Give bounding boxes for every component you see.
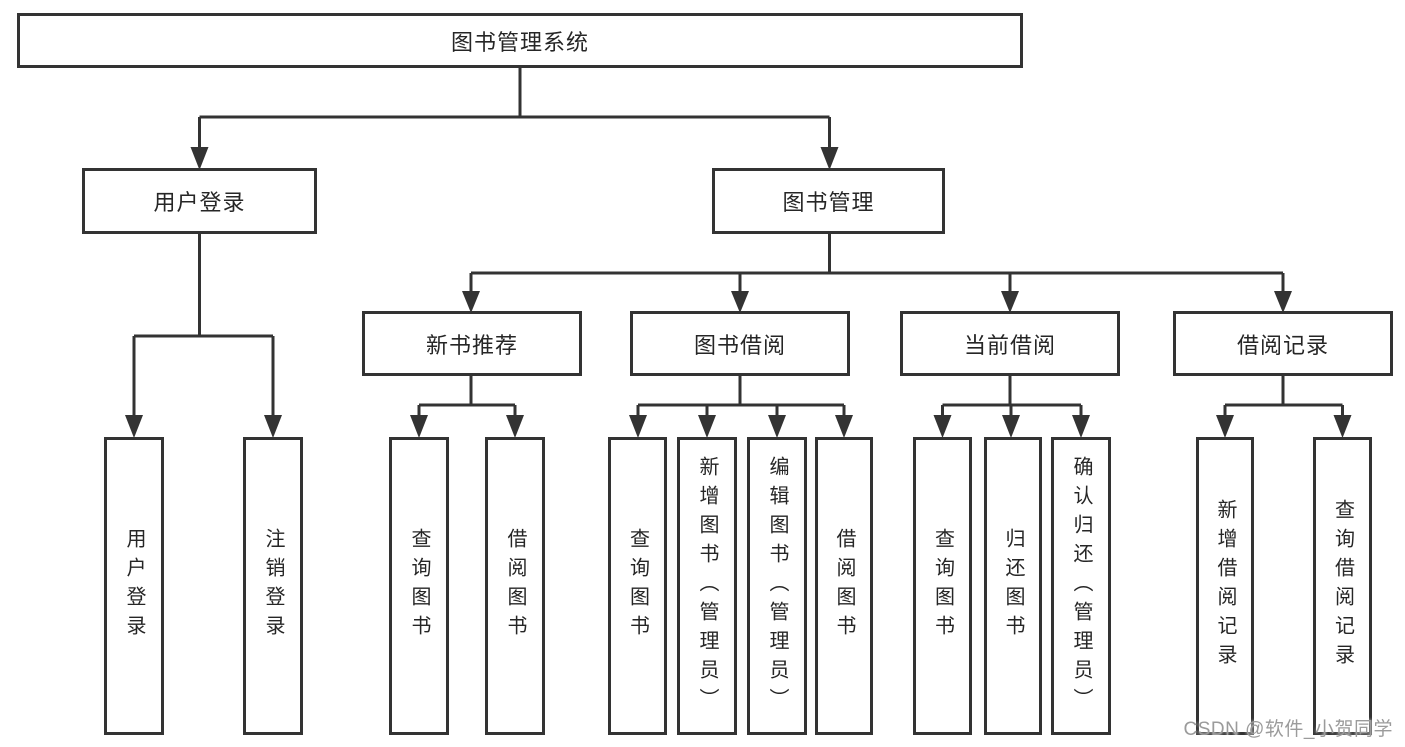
arrowhead — [820, 147, 839, 170]
arrowhead — [125, 415, 143, 438]
leaf-user-login: 用户登录 — [104, 437, 164, 735]
arrowhead — [731, 291, 749, 313]
arrowhead — [1002, 415, 1020, 438]
arrowhead — [768, 415, 786, 438]
arrowhead — [410, 415, 428, 438]
leaf-add-books-admin: 新增图书（管理员） — [677, 437, 737, 735]
leaf-borrow-books-recommend: 借阅图书 — [485, 437, 545, 735]
node-borrow-records: 借阅记录 — [1173, 311, 1393, 376]
node-book-management: 图书管理 — [712, 168, 945, 234]
node-current-borrow: 当前借阅 — [900, 311, 1120, 376]
connector-path — [132, 67, 1344, 418]
leaf-borrow-books: 借阅图书 — [815, 437, 873, 735]
arrowhead — [933, 415, 952, 438]
arrowhead — [264, 415, 282, 438]
watermark: CSDN @软件_小贺同学 — [1183, 719, 1393, 740]
leaf-logout: 注销登录 — [243, 437, 303, 735]
leaf-confirm-return-admin: 确认归还（管理员） — [1051, 437, 1111, 735]
leaf-query-borrow-record: 查询借阅记录 — [1313, 437, 1372, 735]
leaf-edit-books-admin: 编辑图书（管理员） — [747, 437, 807, 735]
arrowhead — [1333, 415, 1352, 438]
arrowhead — [190, 147, 209, 170]
leaf-query-books-borrow: 查询图书 — [608, 437, 667, 735]
arrowhead — [835, 415, 853, 438]
leaf-query-books-recommend: 查询图书 — [389, 437, 449, 735]
node-library-system: 图书管理系统 — [17, 13, 1023, 68]
node-user-login: 用户登录 — [82, 168, 317, 234]
arrowhead — [698, 415, 716, 438]
arrowhead — [506, 415, 524, 438]
leaf-add-borrow-record: 新增借阅记录 — [1196, 437, 1254, 735]
leaf-return-books: 归还图书 — [984, 437, 1042, 735]
arrowhead — [1001, 291, 1019, 313]
node-new-book-recommend: 新书推荐 — [362, 311, 582, 376]
arrowhead — [1072, 415, 1090, 438]
node-book-borrow: 图书借阅 — [630, 311, 850, 376]
arrowhead — [1216, 415, 1234, 438]
leaf-query-books-current: 查询图书 — [913, 437, 972, 735]
arrowhead — [1274, 291, 1292, 313]
arrowhead — [629, 415, 647, 438]
arrowhead — [462, 291, 480, 313]
